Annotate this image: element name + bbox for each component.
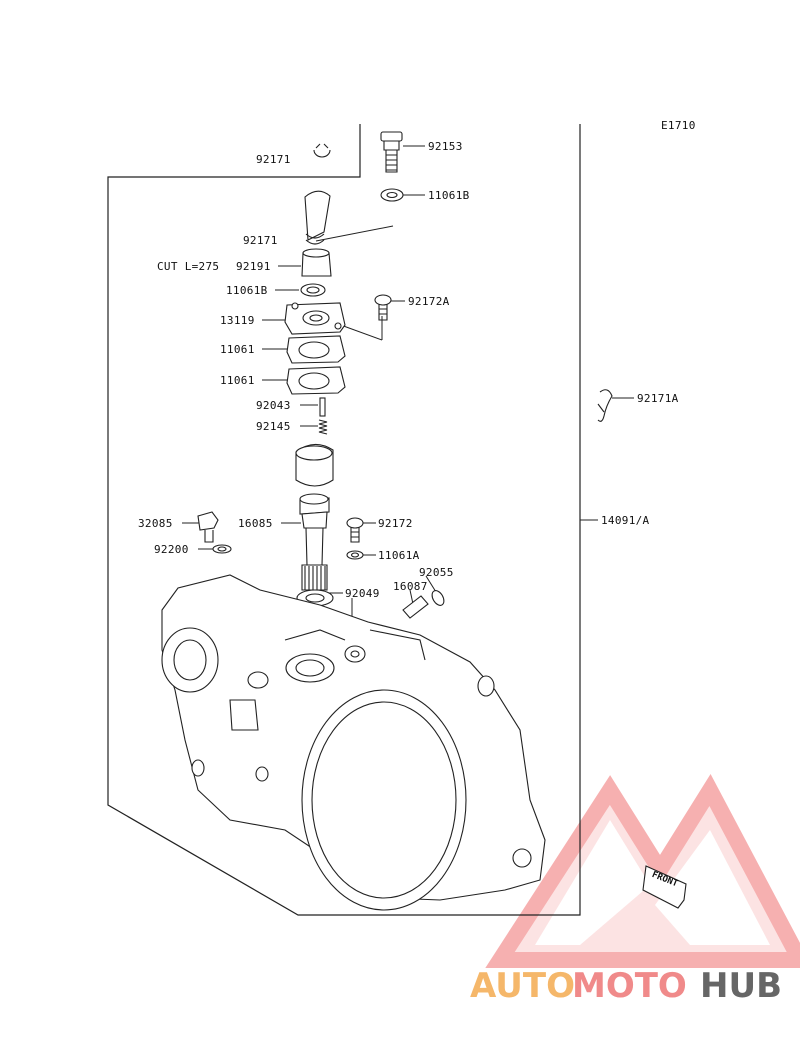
watermark-auto: AUTO — [470, 966, 575, 1006]
part-label[interactable]: 92191 — [236, 260, 271, 273]
part-label[interactable]: 92172A — [408, 295, 450, 308]
part-label[interactable]: 92153 — [428, 140, 463, 153]
part-label[interactable]: 16087 — [393, 580, 428, 593]
part-label[interactable]: 92171 — [256, 153, 291, 166]
cut-length-note: CUT L=275 — [157, 260, 219, 273]
part-label[interactable]: 16085 — [238, 517, 273, 530]
part-label[interactable]: 32085 — [138, 517, 173, 530]
watermark-hub: HUB — [700, 966, 782, 1006]
part-label[interactable]: 92172 — [378, 517, 413, 530]
part-label[interactable]: 92171 — [243, 234, 278, 247]
diagram-code: E1710 — [661, 119, 696, 132]
part-label[interactable]: 92055 — [419, 566, 454, 579]
part-label[interactable]: 11061B — [428, 189, 470, 202]
part-label[interactable]: 92043 — [256, 399, 291, 412]
part-labels: E1710 92171 92153 11061B 92171 CUT L=275… — [138, 119, 696, 890]
part-label[interactable]: 92049 — [345, 587, 380, 600]
part-label[interactable]: 11061A — [378, 549, 420, 562]
part-label[interactable]: 11061 — [220, 374, 255, 387]
parts-drawings — [161, 131, 687, 911]
part-label[interactable]: 92171A — [637, 392, 679, 405]
watermark-moto: MOTO — [572, 966, 687, 1006]
part-label[interactable]: 92200 — [154, 543, 189, 556]
part-label[interactable]: 92145 — [256, 420, 291, 433]
part-label[interactable]: 13119 — [220, 314, 255, 327]
watermark-text: AUTO MOTO HUB — [470, 966, 782, 1006]
part-label[interactable]: 11061B — [226, 284, 268, 297]
leader-lines — [182, 145, 634, 640]
part-label[interactable]: 14091/A — [601, 514, 650, 527]
assembly-frame — [107, 124, 581, 916]
part-label[interactable]: 11061 — [220, 343, 255, 356]
